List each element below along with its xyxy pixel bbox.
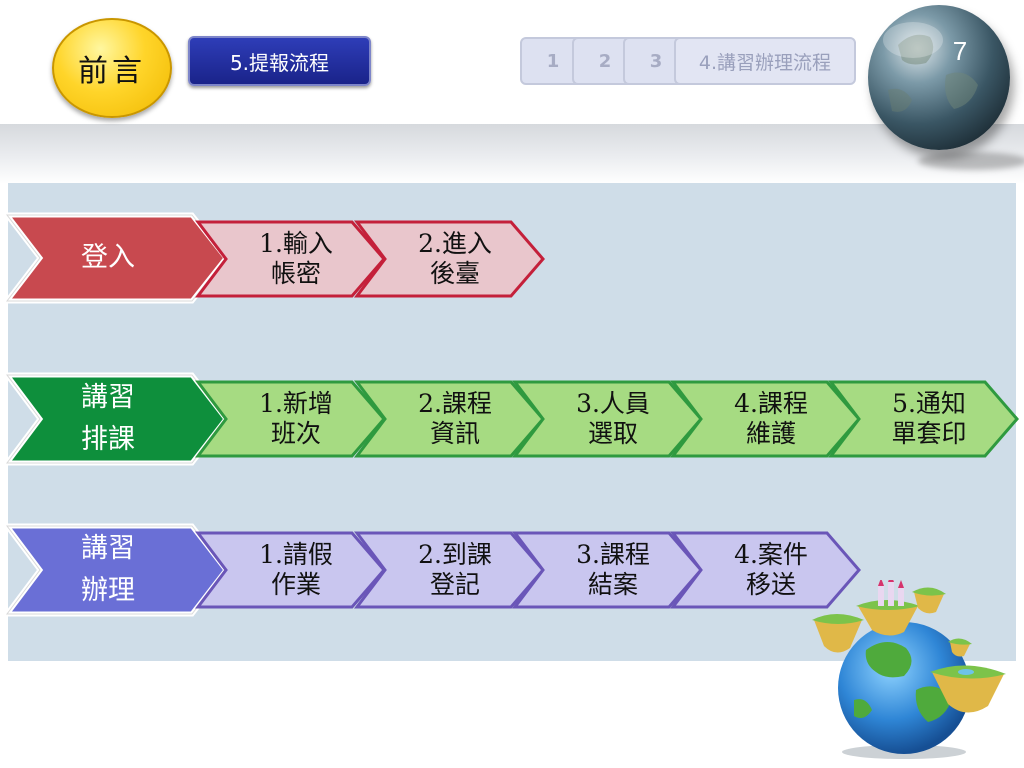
step-line1: 2.進入 (418, 229, 492, 258)
flow-step-handling-3[interactable]: 3.課程 結案 (511, 531, 703, 609)
step-line2: 帳密 (270, 259, 321, 288)
flow-step-schedule-3[interactable]: 3.人員 選取 (511, 380, 703, 458)
step-line2: 資訊 (429, 419, 480, 448)
flow-head-handling-line1: 講習 (81, 533, 135, 564)
step-line2: 作業 (270, 570, 321, 599)
header-gradient-band (0, 124, 1024, 184)
flow-row-handling: 講習 辦理 1.請假 作業 2.到課 登記 3.課程 結案 4.案件 移送 (0, 523, 1024, 617)
step-line2: 移送 (745, 570, 796, 599)
step-line2: 結案 (587, 570, 638, 599)
step-line2: 登記 (429, 570, 480, 599)
section-tag[interactable]: 5.提報流程 (188, 36, 371, 86)
flow-step-schedule-4[interactable]: 4.課程 維護 (669, 380, 861, 458)
flow-step-schedule-2[interactable]: 2.課程 資訊 (353, 380, 545, 458)
flow-step-login-2[interactable]: 2.進入 後臺 (353, 220, 545, 298)
flow-head-handling-line2: 辦理 (81, 575, 135, 606)
preface-badge[interactable]: 前言 (52, 18, 172, 118)
step-line1: 1.輸入 (259, 229, 333, 258)
step-line1: 1.請假 (259, 540, 333, 569)
flow-head-schedule[interactable]: 講習 排課 (2, 372, 230, 466)
step-line2: 維護 (745, 419, 796, 448)
step-line2: 選取 (587, 419, 638, 448)
step-line1: 4.課程 (734, 389, 808, 418)
flow-step-schedule-5[interactable]: 5.通知 單套印 (827, 380, 1019, 458)
step-line1: 2.課程 (418, 389, 492, 418)
page-number: 7 (952, 36, 968, 66)
step-line2: 單套印 (891, 419, 967, 448)
step-line1: 1.新增 (259, 389, 333, 418)
flow-step-handling-1[interactable]: 1.請假 作業 (194, 531, 386, 609)
step-line1: 4.案件 (734, 540, 808, 569)
flow-row-login: 登入 1.輸入 帳密 2.進入 後臺 (0, 212, 1024, 304)
flow-step-schedule-1[interactable]: 1.新增 班次 (194, 380, 386, 458)
flow-head-login-text: 登入 (81, 242, 135, 273)
globe-shadow (918, 152, 1024, 170)
flow-head-login[interactable]: 登入 (1, 212, 230, 304)
step-line1: 3.課程 (576, 540, 650, 569)
flow-head-schedule-line2: 排課 (81, 424, 135, 455)
step-tab-4[interactable]: 4.講習辦理流程 (674, 37, 856, 85)
flow-head-schedule-line1: 講習 (81, 382, 135, 413)
globe-icon (868, 5, 1010, 150)
flow-step-login-1[interactable]: 1.輸入 帳密 (194, 220, 386, 298)
flow-step-handling-2[interactable]: 2.到課 登記 (353, 531, 545, 609)
flow-row-schedule: 講習 排課 1.新增 班次 2.課程 資訊 3.人員 選取 4.課程 維護 (0, 372, 1024, 466)
step-line2: 後臺 (429, 259, 480, 288)
flow-head-handling[interactable]: 講習 辦理 (2, 523, 230, 617)
preface-label: 前言 (78, 54, 146, 89)
flow-step-handling-4[interactable]: 4.案件 移送 (669, 531, 861, 609)
island-globe-icon (806, 574, 1016, 760)
step-line2: 班次 (270, 419, 321, 448)
step-line1: 3.人員 (576, 389, 650, 418)
step-line1: 2.到課 (418, 540, 492, 569)
step-line1: 5.通知 (892, 389, 966, 418)
